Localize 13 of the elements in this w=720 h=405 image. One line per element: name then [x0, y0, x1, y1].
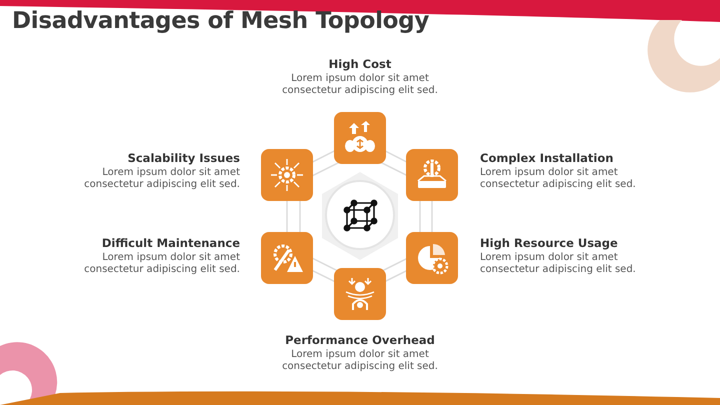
item-description: Lorem ipsum dolor sit amet consectetur adipiscing elit sed. — [83, 252, 240, 276]
item-heading: Scalability Issues — [126, 152, 240, 164]
item-heading: High Cost — [328, 58, 392, 70]
item-heading: Difficult Maintenance — [100, 237, 240, 250]
item-heading: Complex Installation — [480, 152, 614, 164]
item-heading: High Resource Usage — [480, 237, 619, 250]
item-heading: Performance Overhead — [284, 334, 436, 346]
item-description: Lorem ipsum dolor sit amet consectetur adipiscing elit sed. — [281, 72, 439, 98]
item-description: Lorem ipsum dolor sit amet consectetur adipiscing elit sed. — [480, 252, 637, 276]
item-description: Lorem ipsum dolor sit amet consectetur adipiscing elit sed. — [480, 166, 637, 192]
slide-title: Disadvantages of Mesh Topology — [12, 8, 430, 34]
item-description: Lorem ipsum dolor sit amet consectetur adipiscing elit sed. — [83, 166, 240, 192]
item-description: Lorem ipsum dolor sit amet consectetur adipiscing elit sed. — [281, 348, 439, 374]
